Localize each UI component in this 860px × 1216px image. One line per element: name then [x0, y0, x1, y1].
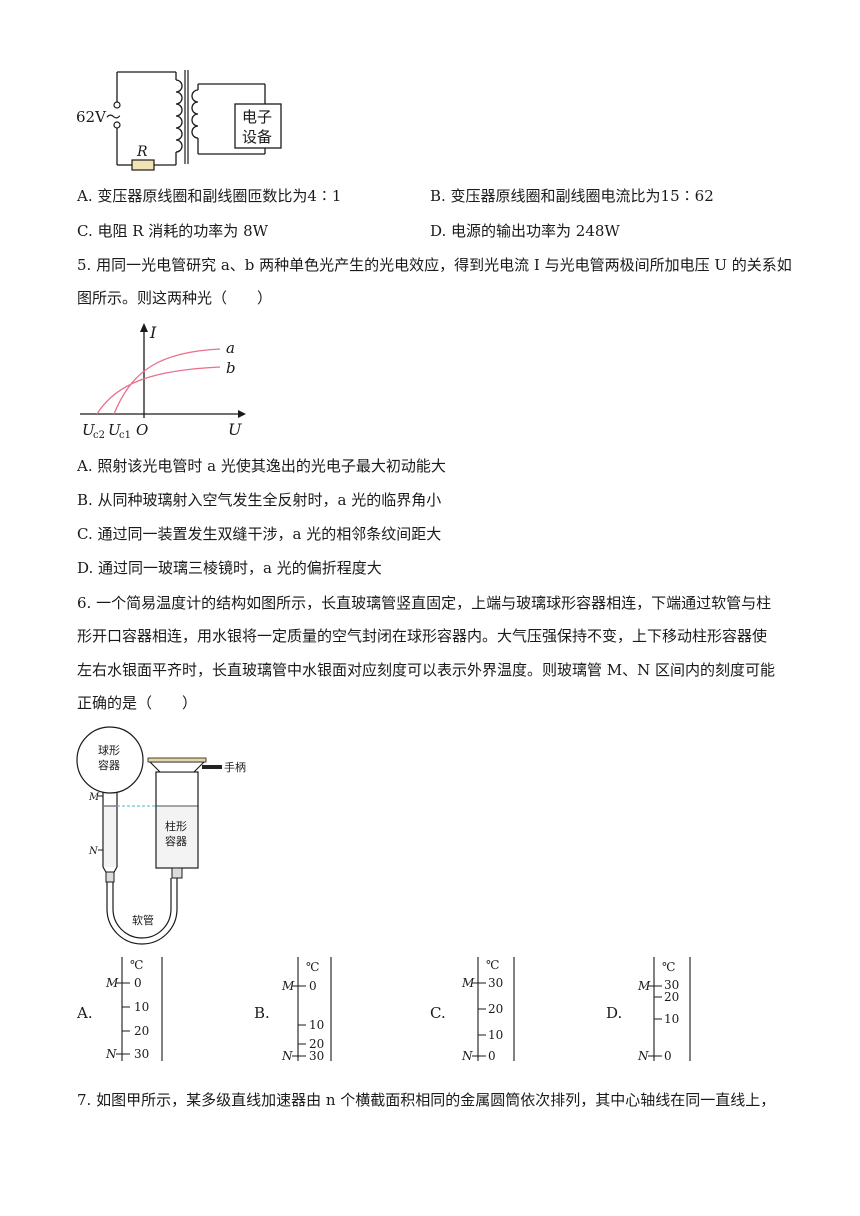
- scale-d-tick: 20: [664, 990, 679, 1004]
- uc1-label: U: [108, 421, 122, 439]
- q5-option-a: A. 照射该光电管时 a 光使其逸出的光电子最大初动能大: [77, 457, 446, 475]
- device-label-line2: 设备: [242, 128, 272, 146]
- scale-a-m: M: [105, 976, 119, 990]
- scale-option-b: ℃ M 0 10 20 30 N: [281, 957, 332, 1063]
- scale-a-tick: 10: [134, 1000, 149, 1014]
- resistor-label: R: [136, 144, 148, 160]
- sphere-label-line1: 球形: [98, 743, 120, 757]
- scale-d-tick: 10: [664, 1012, 679, 1026]
- scale-a-tick: 20: [134, 1024, 149, 1038]
- scale-d-m: M: [637, 979, 651, 993]
- x-axis-label: U: [228, 420, 242, 439]
- scale-c-tick: 10: [488, 1028, 503, 1042]
- scale-b-m: M: [281, 979, 295, 993]
- curve-a-label: a: [226, 339, 235, 357]
- q4-option-c: C. 电阻 R 消耗的功率为 8W: [77, 222, 269, 240]
- q5-stem-line1: 5. 用同一光电管研究 a、b 两种单色光产生的光电效应，得到光电流 I 与光电…: [77, 256, 792, 274]
- scale-b-tick: 0: [309, 979, 317, 993]
- curve-b: [96, 366, 221, 415]
- electronic-device-box: [234, 103, 282, 149]
- scale-a-unit: ℃: [130, 958, 143, 972]
- curve-a: [113, 348, 221, 415]
- cylinder-label-line1: 柱形: [165, 819, 187, 833]
- scale-option-d: ℃ M 30 20 10 0 N: [637, 957, 691, 1063]
- sphere-label-line2: 容器: [98, 758, 120, 772]
- thermometer-apparatus-diagram: 球形 容器 M N 柱形 容器 手柄 软管: [76, 726, 246, 945]
- device-label-line1: 电子: [242, 108, 272, 126]
- q6-option-b-label: B.: [254, 1004, 270, 1022]
- origin-label: O: [136, 421, 148, 439]
- q6-option-c-label: C.: [430, 1004, 446, 1022]
- q5-option-b: B. 从同种玻璃射入空气发生全反射时，a 光的临界角小: [77, 491, 442, 509]
- q5-option-c: C. 通过同一装置发生双缝干涉，a 光的相邻条纹间距大: [77, 525, 442, 543]
- scale-c-n: N: [461, 1049, 473, 1063]
- curve-b-label: b: [226, 359, 236, 377]
- resistor-symbol: [131, 159, 155, 171]
- q7-stem-line1: 7. 如图甲所示，某多级直线加速器由 n 个横截面积相同的金属圆筒依次排列，其中…: [77, 1091, 776, 1109]
- scale-b-tick: 10: [309, 1018, 324, 1032]
- scale-b-n: N: [281, 1049, 293, 1063]
- scale-b-tick: 30: [309, 1049, 324, 1063]
- q6-option-a-label: A.: [77, 1004, 93, 1022]
- scale-c-tick: 20: [488, 1002, 503, 1016]
- handle-label: 手柄: [224, 760, 246, 774]
- q6-stem-line2: 形开口容器相连，用水银将一定质量的空气封闭在球形容器内。大气压强保持不变，上下移…: [77, 627, 768, 645]
- scale-option-c: ℃ M 30 20 10 0 N: [461, 957, 515, 1063]
- scale-b-unit: ℃: [306, 960, 319, 974]
- transformer-circuit-diagram: 62V～ R 电子 设备: [76, 70, 282, 171]
- q6-option-d-label: D.: [606, 1004, 623, 1022]
- q6-stem-line3: 左右水银面平齐时，长直玻璃管中水银面对应刻度可以表示外界温度。则玻璃管 M、N …: [77, 661, 776, 679]
- hose-label: 软管: [132, 913, 154, 927]
- scale-d-tick: 0: [664, 1049, 672, 1063]
- scale-c-m: M: [461, 976, 475, 990]
- scale-b-tick: 20: [309, 1037, 324, 1051]
- cylinder-label-line2: 容器: [165, 834, 187, 848]
- scale-d-n: N: [637, 1049, 649, 1063]
- y-axis-label: I: [149, 323, 157, 342]
- scale-d-unit: ℃: [662, 960, 675, 974]
- uc2-label: U: [82, 421, 96, 439]
- tube-m-label: M: [88, 792, 100, 803]
- q6-stem-line1: 6. 一个简易温度计的结构如图所示，长直玻璃管竖直固定，上端与玻璃球形容器相连，…: [77, 594, 772, 612]
- scale-c-tick: 0: [488, 1049, 496, 1063]
- scale-a-n: N: [105, 1047, 117, 1061]
- q4-option-a: A. 变压器原线圈和副线圈匝数比为4∶1: [77, 187, 342, 205]
- q4-option-b: B. 变压器原线圈和副线圈电流比为15∶62: [430, 187, 714, 205]
- photoelectric-iu-graph: I U a b U c2 U c1 O: [80, 323, 246, 441]
- q6-stem-line4: 正确的是（ ）: [77, 694, 198, 712]
- scale-option-a: ℃ M 0 10 20 30 N: [105, 957, 163, 1061]
- q5-option-d: D. 通过同一玻璃三棱镜时，a 光的偏折程度大: [77, 559, 382, 577]
- voltage-label: 62V～: [76, 108, 121, 126]
- scale-c-tick: 30: [488, 976, 503, 990]
- q4-option-d: D. 电源的输出功率为 248W: [430, 222, 620, 240]
- scale-a-tick: 30: [134, 1047, 149, 1061]
- scale-d-tick: 30: [664, 978, 679, 992]
- tube-n-label: N: [88, 846, 99, 857]
- q5-stem-line2: 图所示。则这两种光（ ）: [77, 289, 273, 307]
- scale-c-unit: ℃: [486, 958, 499, 972]
- scale-a-tick: 0: [134, 976, 142, 990]
- uc2-subscript: c2: [93, 430, 105, 441]
- uc1-subscript: c1: [119, 430, 131, 441]
